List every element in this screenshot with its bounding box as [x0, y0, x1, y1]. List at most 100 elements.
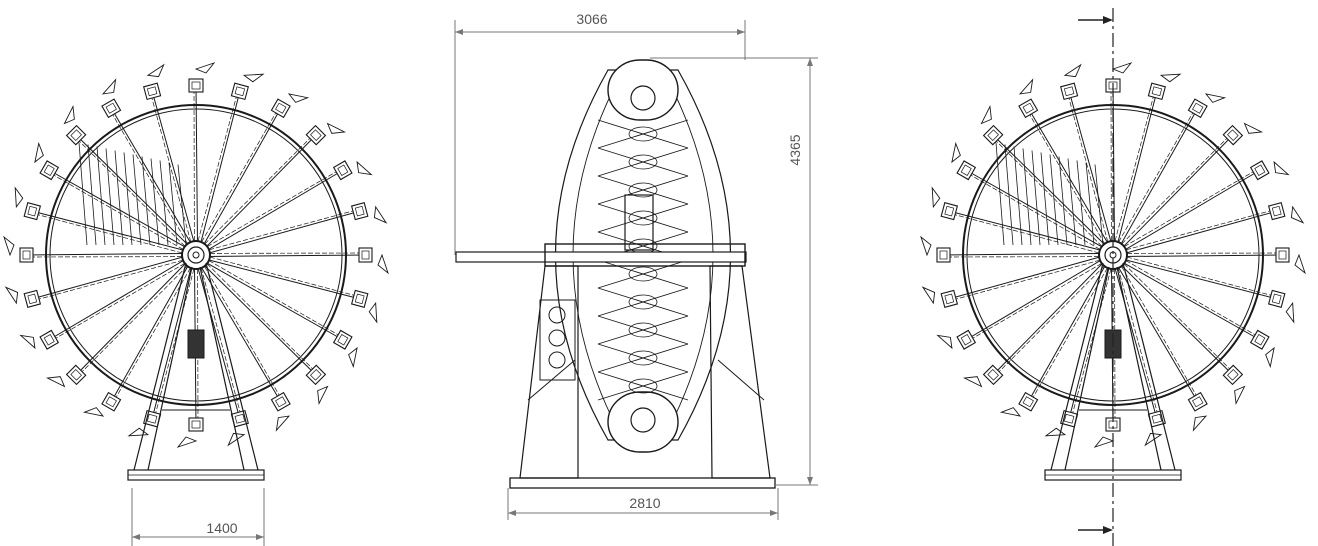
gondola-canopy: [920, 235, 932, 257]
a-frame-leg-right-inner: [1116, 266, 1162, 471]
cabinet-dial-icon: [548, 351, 566, 369]
gondola: [101, 98, 122, 119]
gondola-canopy: [1294, 253, 1306, 275]
gondola-canopy: [1204, 93, 1227, 103]
gondola: [1267, 202, 1286, 221]
wheel-spoke: [46, 253, 196, 342]
gondola-canopy: [931, 186, 941, 209]
wheel-spoke-cable: [1112, 166, 1262, 254]
gondola-canopy: [146, 63, 165, 78]
wheel-back-strut: [1031, 150, 1041, 246]
gondola: [305, 124, 327, 146]
lattice-node: [628, 266, 658, 282]
gondola-canopy: [14, 186, 24, 209]
gondola: [23, 202, 42, 221]
gondola: [1060, 82, 1079, 101]
gondola-window: [361, 250, 370, 260]
gondola: [65, 364, 87, 386]
a-frame-leg-left: [133, 262, 187, 471]
gondola-canopy: [936, 334, 953, 350]
wheel-back-strut: [1085, 162, 1095, 246]
gondola-canopy: [921, 286, 936, 305]
wheel-spoke-cable: [194, 88, 239, 255]
gondola-window: [275, 102, 287, 114]
wheel-back-strut: [132, 154, 142, 246]
wheel-spoke: [194, 255, 283, 405]
gondola-canopy: [980, 104, 992, 125]
wheel-spoke: [74, 253, 196, 377]
wheel-back-strut: [1067, 158, 1077, 246]
wheel-spoke-cable: [964, 256, 1114, 344]
wheel-spoke-cable: [195, 166, 345, 254]
gondola-canopy: [1063, 63, 1082, 78]
gondola-canopy: [1159, 73, 1182, 83]
wheel-spoke: [194, 255, 318, 377]
gondola-window: [1227, 369, 1239, 381]
gondola-canopy: [176, 436, 198, 448]
gondola-window: [1063, 413, 1075, 424]
gondola-canopy: [1285, 301, 1295, 324]
gondola-window: [1254, 164, 1266, 176]
gondola-canopy: [368, 301, 378, 324]
wheel-spoke: [946, 252, 1113, 300]
a-frame-leg-left-inner: [1064, 266, 1110, 471]
gondola-side-top-window: [630, 85, 656, 111]
gondola: [332, 329, 353, 350]
gondola-canopy: [4, 286, 19, 305]
gondola-window: [70, 129, 82, 141]
wheel-back-strut: [123, 152, 133, 246]
gondola: [1222, 364, 1244, 386]
gondola: [350, 202, 369, 221]
wheel-spoke-cable: [194, 131, 317, 255]
gondola-canopy: [999, 407, 1022, 417]
drive-gearbox: [624, 194, 654, 251]
wheel-spoke-cable: [72, 134, 196, 257]
wheel-back-strut: [1094, 164, 1104, 246]
wheel-spoke: [1114, 88, 1159, 256]
gondola-side-bottom: [607, 391, 679, 453]
wheel-spoke-cable: [196, 253, 347, 340]
gondola-canopy: [287, 93, 310, 103]
gondola-canopy: [1018, 78, 1034, 95]
control-cabinet: [539, 299, 576, 381]
gondola-window: [146, 86, 158, 97]
gondola-window: [354, 293, 365, 305]
gondola-canopy: [1265, 346, 1275, 369]
gondola-window: [1227, 129, 1239, 141]
drive-motor: [187, 329, 205, 359]
wheel-spoke: [196, 105, 283, 257]
gondola-canopy: [1144, 432, 1163, 447]
wheel-back-strut: [1022, 148, 1032, 246]
gondola-window: [1271, 205, 1282, 217]
gondola-window: [1151, 413, 1163, 424]
wheel-spoke: [29, 252, 196, 300]
wheel-spoke-cable: [1114, 254, 1160, 421]
gondola-window: [1271, 293, 1282, 305]
gondola-canopy: [127, 427, 150, 437]
wheel-spoke: [940, 252, 1114, 256]
gondola-window: [944, 205, 955, 217]
wheel-spoke-cable: [962, 170, 1113, 257]
wheel-spoke: [1113, 105, 1200, 257]
gondola-window: [43, 334, 55, 346]
dimension-label-4365: 4365: [787, 134, 803, 165]
lattice-brace: [597, 203, 689, 233]
gondola-canopy: [1243, 122, 1264, 134]
gondola: [350, 289, 369, 308]
gondola-window: [1192, 102, 1204, 114]
gondola-window: [987, 129, 999, 141]
trestle-left: [519, 265, 579, 479]
wheel-spoke: [1067, 254, 1112, 422]
gondola-window: [43, 164, 55, 176]
wheel-spoke: [963, 253, 1113, 342]
wheel-back-strut: [1076, 160, 1086, 246]
gondola: [1018, 391, 1039, 412]
a-frame-leg-left: [1050, 262, 1104, 471]
gondola-window: [939, 250, 948, 260]
wheel-back-strut: [1049, 154, 1059, 246]
wheel-spoke: [963, 168, 1115, 255]
ferris-wheel-front-view: [3, 62, 389, 481]
gondola-canopy: [1290, 205, 1305, 224]
dimension-label-1400: 1400: [206, 520, 237, 536]
gondola-side-top: [607, 59, 679, 121]
